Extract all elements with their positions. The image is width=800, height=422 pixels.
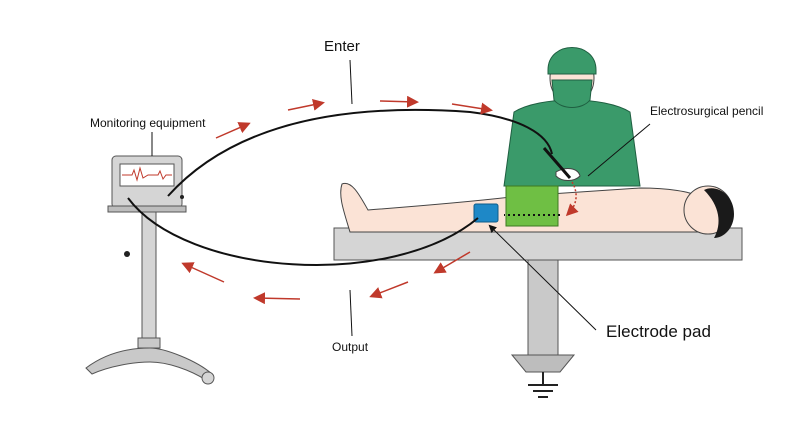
- flow-arrow-icon: [215, 95, 493, 139]
- electrode-pad-label: Electrode pad: [606, 322, 711, 341]
- return-cable: [127, 197, 479, 266]
- monitor-icon: [107, 155, 187, 213]
- enter-leader: [349, 59, 353, 105]
- output-leader: [349, 289, 353, 337]
- operating-table: [333, 227, 743, 373]
- pad-leader: [488, 224, 597, 331]
- active-cable: [167, 108, 553, 197]
- enter-label: Enter: [324, 38, 360, 55]
- ground-icon: [528, 372, 558, 398]
- electrosurgical-pencil-icon: [542, 147, 572, 179]
- electrosurgical-pencil-label: Electrosurgical pencil: [650, 104, 764, 118]
- electrode-pad-icon: [473, 203, 499, 223]
- current-path-down: [565, 181, 579, 217]
- flow-arrow-icon: [181, 251, 471, 305]
- surgeon: [503, 47, 641, 187]
- monitor-stand: [85, 211, 215, 385]
- pencil-leader: [587, 123, 651, 177]
- surgical-drape: [505, 185, 559, 227]
- output-label: Output: [332, 340, 369, 354]
- monitoring-equipment-label: Monitoring equipment: [90, 116, 206, 130]
